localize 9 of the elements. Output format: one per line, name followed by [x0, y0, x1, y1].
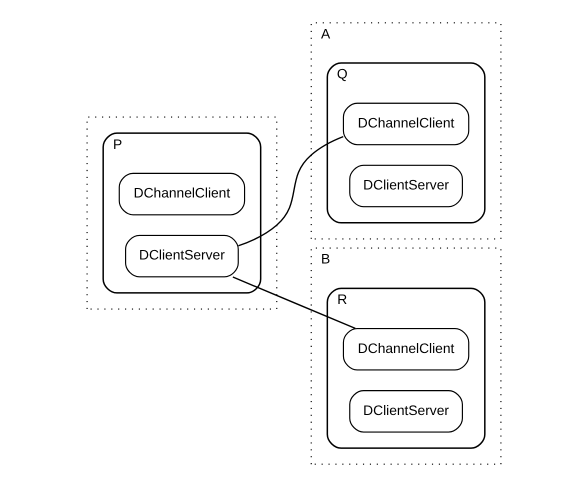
- node-box: DClientServer: [124, 234, 238, 277]
- node-box: DClientServer: [348, 390, 462, 432]
- connector: [238, 135, 343, 246]
- cluster: [86, 116, 277, 310]
- node-box: DClientServer: [348, 164, 462, 207]
- node-box: DChannelClient: [342, 328, 469, 370]
- connector: [232, 276, 356, 329]
- node-box: DChannelClient: [342, 102, 469, 145]
- node-box: DChannelClient: [118, 172, 245, 215]
